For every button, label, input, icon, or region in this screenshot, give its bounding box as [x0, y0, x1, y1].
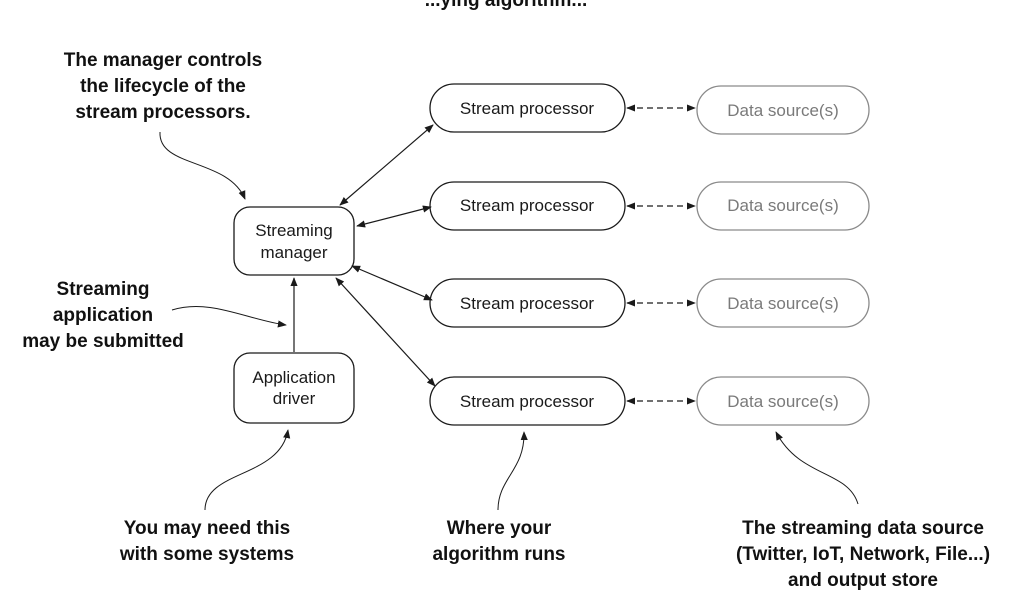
note-line: and output store: [788, 570, 938, 591]
data-source-node: Data source(s): [696, 278, 870, 328]
note-line: application: [53, 305, 153, 326]
manager-processor-edges: [335, 124, 436, 387]
manager-note-pointer: [159, 131, 246, 200]
data-source-label: Data source(s): [727, 101, 838, 120]
data-source-label: Data source(s): [727, 294, 838, 313]
streaming-manager-label-line2: manager: [260, 243, 327, 262]
data-source-label: Data source(s): [727, 392, 838, 411]
note-line: the lifecycle of the: [80, 76, 246, 97]
submit-note-pointer: [171, 306, 287, 328]
application-driver-label-line2: driver: [273, 389, 316, 408]
data-source-node: Data source(s): [696, 181, 870, 231]
manager-to-processor-2-arrow: [356, 205, 432, 228]
data-source-label: Data source(s): [727, 196, 838, 215]
driver-note-pointer: [204, 429, 291, 511]
data-source-node: Data source(s): [696, 85, 870, 135]
note-line: with some systems: [119, 544, 294, 565]
manager-to-processor-1-arrow: [339, 124, 434, 206]
stream-processor-label: Stream processor: [460, 196, 594, 215]
note-line: The streaming data source: [742, 518, 984, 539]
note-line: stream processors.: [75, 102, 250, 123]
streaming-manager-label-line1: Streaming: [255, 221, 332, 240]
source-note-pointer: [775, 431, 859, 505]
manager-lifecycle-note: The manager controls the lifecycle of th…: [64, 50, 263, 123]
algorithm-note-pointer: [497, 431, 528, 511]
data-source-note: The streaming data source (Twitter, IoT,…: [736, 518, 990, 591]
note-line: (Twitter, IoT, Network, File...): [736, 544, 990, 565]
stream-processor-label: Stream processor: [460, 392, 594, 411]
application-driver-node: Application driver: [233, 352, 355, 424]
processor-source-edges: [626, 104, 696, 405]
driver-note: You may need this with some systems: [119, 518, 294, 565]
stream-processor-node: Stream processor: [429, 83, 626, 133]
stream-processor-node: Stream processor: [429, 376, 626, 426]
submit-application-note: Streaming application may be submitted: [22, 279, 184, 352]
note-line: The manager controls: [64, 50, 263, 71]
note-line: You may need this: [124, 518, 290, 539]
stream-processor-node: Stream processor: [429, 278, 626, 328]
manager-to-processor-3-arrow: [351, 265, 433, 301]
algorithm-note: Where your algorithm runs: [432, 518, 565, 565]
data-source-node: Data source(s): [696, 376, 870, 426]
note-line: algorithm runs: [432, 544, 565, 565]
stream-processor-label: Stream processor: [460, 294, 594, 313]
stream-processor-label: Stream processor: [460, 99, 594, 118]
streaming-manager-node: Streaming manager: [233, 206, 355, 276]
note-line: Streaming: [57, 279, 150, 300]
note-line: Where your: [447, 518, 552, 539]
application-driver-label-line1: Application: [252, 368, 335, 387]
manager-to-processor-4-arrow: [335, 277, 436, 387]
cropped-header-text: ...ying algorithm...: [425, 0, 588, 11]
note-line: may be submitted: [22, 331, 184, 352]
stream-processor-node: Stream processor: [429, 181, 626, 231]
